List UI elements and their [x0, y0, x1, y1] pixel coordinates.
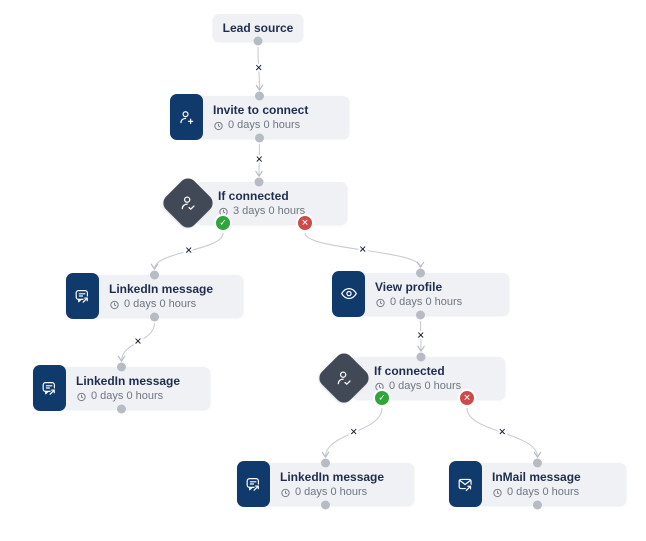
port-dot[interactable] — [533, 458, 542, 468]
edge-connector — [257, 46, 261, 91]
node-title: Invite to connect — [213, 103, 309, 117]
yes-port-badge[interactable] — [373, 389, 391, 407]
edge-arrowhead — [416, 261, 425, 268]
clock-icon — [493, 488, 502, 498]
edge-x-marker[interactable]: ✕ — [357, 243, 369, 258]
port-dot[interactable] — [117, 404, 126, 414]
edge-x-marker[interactable]: ✕ — [348, 425, 360, 440]
node-inmail-message[interactable]: InMail message 0 days 0 hours — [449, 461, 626, 507]
node-title: Lead source — [222, 20, 294, 35]
chat-arrow-icon — [33, 365, 66, 411]
clock-icon — [110, 300, 119, 310]
edge-arrowhead — [117, 355, 126, 362]
node-delay: 0 days 0 hours — [280, 486, 384, 499]
mail-arrow-icon — [449, 461, 482, 507]
port-dot[interactable] — [253, 36, 263, 46]
port-dot[interactable] — [150, 312, 159, 322]
edge-arrowhead — [533, 451, 542, 458]
edge-connector — [153, 232, 224, 270]
clock-icon — [77, 392, 86, 402]
node-title: View profile — [375, 280, 443, 294]
clock-icon — [376, 298, 385, 308]
node-linkedin-message-3[interactable]: LinkedIn message 0 days 0 hours — [237, 461, 414, 507]
edge-x-marker[interactable]: ✕ — [253, 61, 265, 76]
node-delay: 0 days 0 hours — [76, 390, 180, 403]
edge-arrowhead — [321, 451, 330, 458]
user-check-icon — [159, 174, 217, 232]
port-dot[interactable] — [255, 91, 264, 101]
node-view-profile[interactable]: View profile 0 days 0 hours — [332, 271, 509, 317]
port-dot[interactable] — [321, 458, 330, 468]
node-invite-to-connect[interactable]: Invite to connect 0 days 0 hours — [170, 94, 349, 140]
port-dot[interactable] — [254, 177, 264, 187]
node-title: If connected — [374, 364, 445, 378]
user-plus-icon — [170, 94, 203, 140]
port-dot[interactable] — [255, 133, 264, 143]
eye-icon — [332, 271, 365, 317]
user-check-icon — [315, 349, 373, 407]
edge-connector — [324, 407, 383, 458]
edge-x-marker[interactable]: ✕ — [415, 329, 427, 344]
port-dot[interactable] — [150, 270, 159, 280]
edge-connector — [304, 232, 422, 268]
node-linkedin-message-1[interactable]: LinkedIn message 0 days 0 hours — [66, 273, 243, 319]
edge-connector — [466, 407, 539, 458]
node-delay: 0 days 0 hours — [374, 380, 461, 393]
port-dot[interactable] — [117, 362, 126, 372]
node-delay: 0 days 0 hours — [492, 486, 581, 499]
chat-arrow-icon — [66, 273, 99, 319]
no-glyph: ✕ — [301, 219, 309, 229]
node-title: LinkedIn message — [109, 282, 214, 296]
port-dot[interactable] — [416, 310, 425, 320]
node-delay: 0 days 0 hours — [109, 298, 213, 311]
chat-arrow-icon — [237, 461, 270, 507]
node-delay: 0 days 0 hours — [213, 119, 308, 132]
no-port-badge[interactable] — [296, 214, 314, 232]
edge-arrowhead — [255, 84, 264, 91]
node-title: If connected — [218, 189, 289, 203]
edge-arrowhead — [255, 170, 263, 177]
edge-connector — [419, 320, 422, 352]
port-dot[interactable] — [416, 268, 425, 278]
no-port-badge[interactable] — [458, 389, 476, 407]
node-title: LinkedIn message — [76, 374, 181, 388]
edge-connector — [258, 143, 261, 177]
node-title: LinkedIn message — [280, 470, 385, 484]
node-linkedin-message-2[interactable]: LinkedIn message 0 days 0 hours — [33, 365, 210, 411]
port-dot[interactable] — [321, 500, 330, 510]
no-glyph: ✕ — [463, 394, 471, 404]
node-title: InMail message — [492, 470, 581, 484]
edge-arrowhead — [417, 345, 425, 352]
edge-x-marker[interactable]: ✕ — [132, 335, 144, 350]
edge-x-marker[interactable]: ✕ — [253, 153, 265, 168]
edge-arrowhead — [150, 263, 159, 270]
port-dot[interactable] — [533, 500, 542, 510]
edge-x-marker[interactable]: ✕ — [183, 244, 195, 259]
clock-icon — [214, 121, 223, 131]
node-delay: 0 days 0 hours — [375, 296, 462, 309]
yes-port-badge[interactable] — [214, 214, 232, 232]
port-dot[interactable] — [416, 352, 426, 362]
clock-icon — [281, 488, 290, 498]
edge-connector — [120, 322, 156, 362]
yes-glyph: ✓ — [219, 219, 227, 229]
yes-glyph: ✓ — [378, 394, 386, 404]
edge-x-marker[interactable]: ✕ — [496, 425, 508, 440]
